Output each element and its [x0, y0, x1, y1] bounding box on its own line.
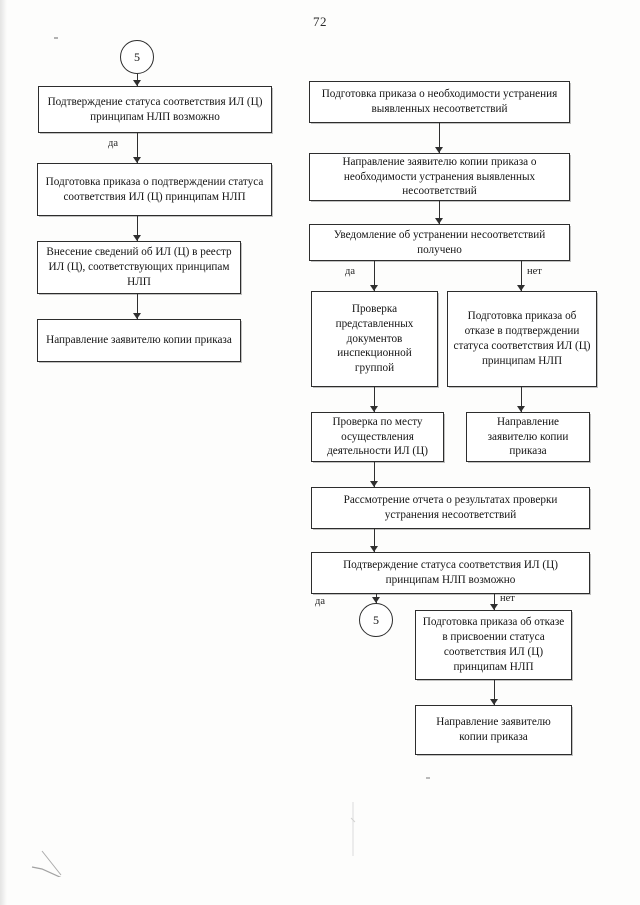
off-page-connector-bottom-right: 5	[359, 603, 393, 637]
node-right-onsite-inspection: Проверка по месту осуществления деятельн…	[311, 412, 444, 462]
node-right-inspect-documents: Проверка представленных документов инспе…	[311, 291, 438, 387]
scan-speck-artifact-lower	[426, 777, 430, 779]
connector-arrow-r7-to-r8	[490, 604, 498, 610]
scan-pen-mark-artifact	[31, 850, 62, 877]
node-right-send-remediation-order-copy: Направление заявителю копии приказа о не…	[309, 153, 570, 201]
connector-arrow-r1-to-r2	[435, 147, 443, 153]
connector-arrow-l2-to-l3	[133, 235, 141, 241]
connector-arrow-r8-to-r9	[490, 699, 498, 705]
connector-arrow-c5-to-l1	[133, 80, 141, 86]
node-right-send-final-order-copy: Направление заявителю копии приказа	[415, 705, 572, 755]
connector-line-r2-to-r3	[439, 201, 440, 224]
node-left-register-entry: Внесение сведений об ИЛ (Ц) в реестр ИЛ …	[37, 241, 241, 294]
edge-label-no-r7: нет	[500, 593, 515, 604]
off-page-connector-bottom-right-label: 5	[373, 612, 379, 627]
node-left-send-order-copy: Направление заявителю копии приказа	[37, 319, 241, 362]
connector-arrow-r2-to-r3	[435, 218, 443, 224]
node-right-review-remediation-report: Рассмотрение отчета о результатах провер…	[311, 487, 590, 529]
scan-speck-artifact-top	[54, 37, 58, 39]
connector-line-r7-to-r8	[494, 594, 495, 610]
node-right-prepare-remediation-order: Подготовка приказа о необходимости устра…	[309, 81, 570, 123]
scan-streak-artifact	[350, 802, 356, 856]
connector-arrow-r4b-to-r5b	[517, 406, 525, 412]
connector-arrow-l3-to-l4	[133, 313, 141, 319]
connector-arrow-r3-to-r4b	[517, 285, 525, 291]
page-number: 72	[313, 14, 327, 29]
connector-line-r5a-to-r6	[374, 462, 375, 487]
connector-line-r1-to-r2	[439, 123, 440, 153]
connector-arrow-r3-to-r4a	[370, 285, 378, 291]
edge-label-yes-r7: да	[315, 596, 326, 607]
connector-arrow-r4a-to-r5a	[370, 406, 378, 412]
node-right-prepare-refusal-assignment-order: Подготовка приказа об отказе в присвоени…	[415, 610, 572, 680]
off-page-connector-top-left: 5	[120, 40, 154, 74]
connector-line-l1-to-l2	[137, 133, 138, 163]
connector-arrow-r7-to-c5	[372, 597, 380, 603]
node-right-confirm-status-possible: Подтверждение статуса соответствия ИЛ (Ц…	[311, 552, 590, 594]
connector-arrow-r5a-to-r6	[370, 481, 378, 487]
node-right-remediation-notice-received: Уведомление об устранении несоответствий…	[309, 224, 570, 261]
connector-arrow-l1-to-l2	[133, 157, 141, 163]
connector-line-r4a-to-r5a	[374, 387, 375, 412]
edge-label-yes-l1-l2: да	[108, 138, 119, 149]
connector-line-r8-to-r9	[494, 680, 495, 705]
edge-label-no-r3: нет	[527, 266, 542, 277]
node-left-confirm-status-possible: Подтверждение статуса соответствия ИЛ (Ц…	[38, 86, 272, 133]
off-page-connector-top-left-label: 5	[134, 49, 140, 64]
node-right-prepare-refusal-confirmation-order: Подготовка приказа об отказе в подтвержд…	[447, 291, 597, 387]
node-left-prepare-confirmation-order: Подготовка приказа о подтверждении стату…	[37, 163, 272, 216]
node-right-send-refusal-order-copy: Направление заявителю копии приказа	[466, 412, 590, 462]
connector-line-r3-to-r4b	[521, 261, 522, 291]
connector-line-r6-to-r7	[374, 529, 375, 552]
connector-arrow-r6-to-r7	[370, 546, 378, 552]
connector-line-l3-to-l4	[137, 294, 138, 319]
connector-line-r3-to-r4a	[374, 261, 375, 291]
connector-line-r4b-to-r5b	[521, 387, 522, 412]
edge-label-yes-r3: да	[345, 266, 356, 277]
connector-line-l2-to-l3	[137, 216, 138, 241]
